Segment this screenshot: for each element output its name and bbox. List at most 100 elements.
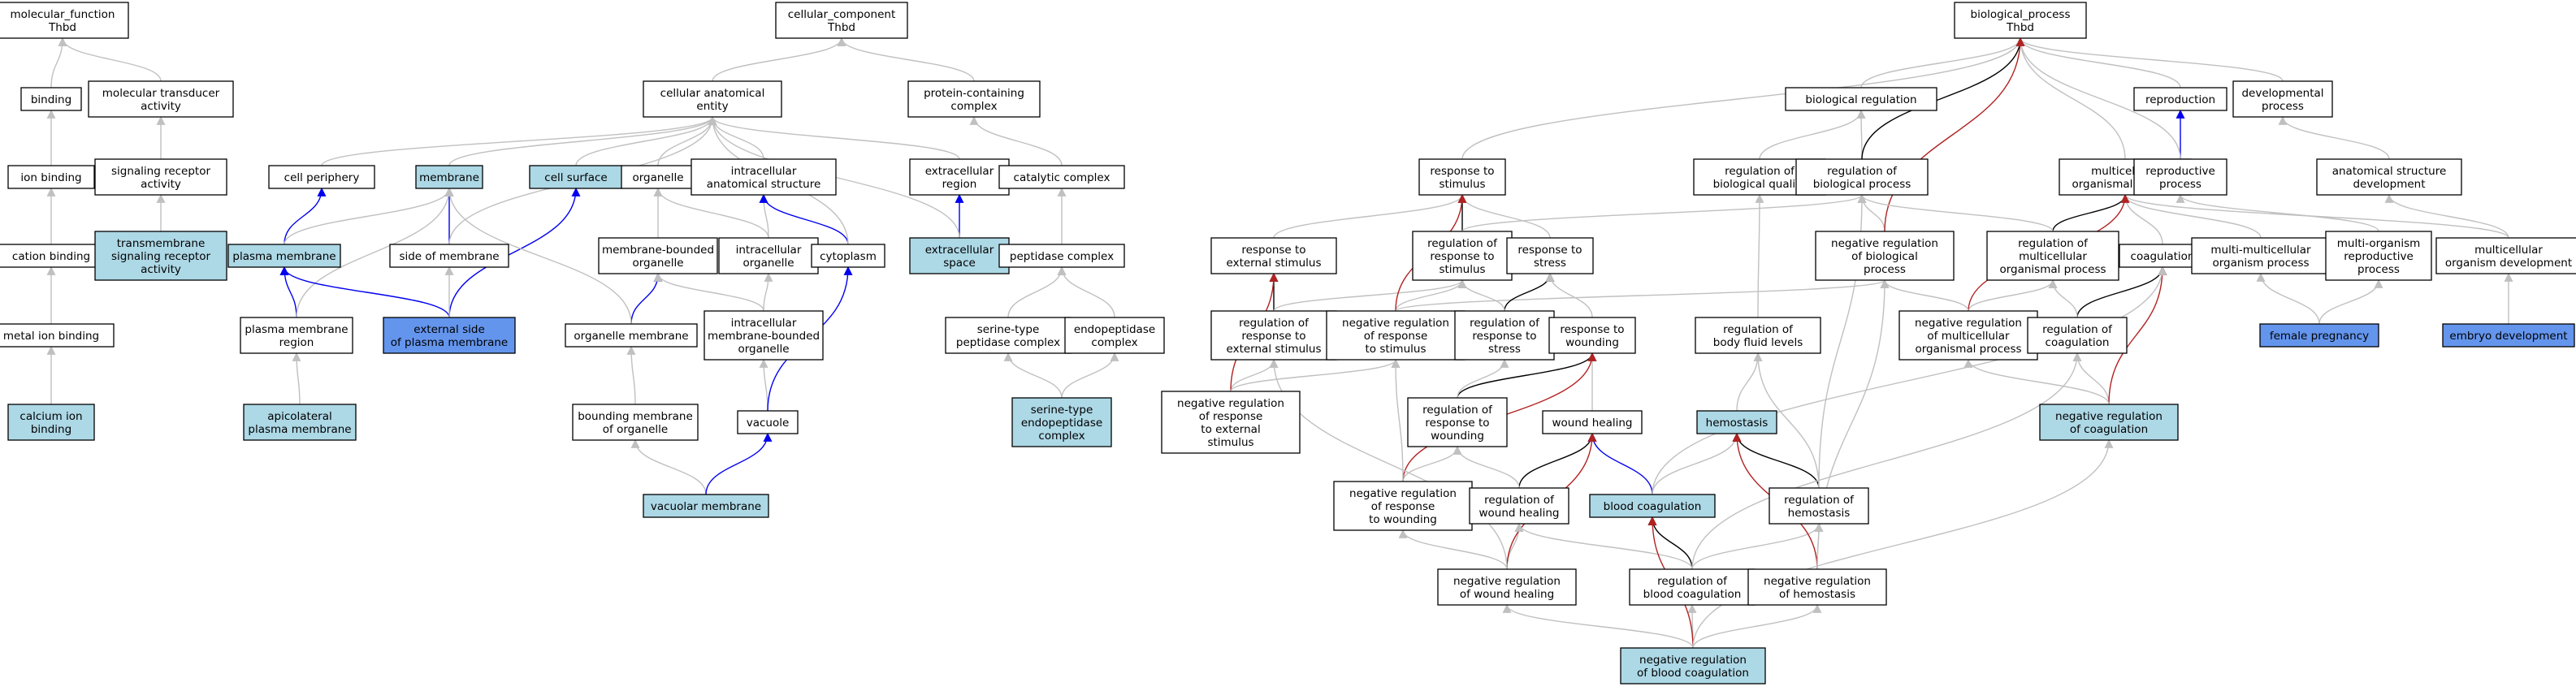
- go-term-node-cyto[interactable]: cytoplasm: [811, 244, 885, 268]
- go-term-node-wh[interactable]: wound healing: [1542, 410, 1643, 434]
- go-term-label-line: activity: [141, 178, 181, 191]
- edge-om-is_a-membrane: [444, 187, 632, 325]
- go-term-node-om[interactable]: organelle membrane: [565, 323, 698, 348]
- edge-nrrts-is_a-nrbp: [1395, 279, 1890, 312]
- go-term-node-catcx[interactable]: catalytic complex: [998, 165, 1125, 189]
- go-term-node-repro[interactable]: reproduction: [2133, 87, 2227, 111]
- edge-nrrtw-is_a-nrrts: [1391, 358, 1404, 482]
- go-term-node-binding[interactable]: binding: [20, 87, 82, 111]
- go-term-node-cationb[interactable]: cation binding: [0, 244, 105, 268]
- go-term-label-line: negative regulation: [1177, 397, 1284, 410]
- go-term-node-membrane[interactable]: membrane: [415, 165, 483, 189]
- edge-path: [2072, 352, 2110, 405]
- go-term-box: [1898, 310, 2038, 361]
- go-term-node-vacuole[interactable]: vacuole: [737, 410, 799, 434]
- go-term-node-hemo[interactable]: hemostasis: [1696, 410, 1777, 434]
- go-term-label-line: cellular_component: [788, 8, 895, 21]
- go-term-box: [1696, 410, 1777, 434]
- go-term-node-organelle[interactable]: organelle: [621, 165, 695, 189]
- edge-path: [763, 272, 773, 312]
- go-term-box: [998, 244, 1125, 268]
- go-term-label-line: biological regulation: [1805, 93, 1916, 106]
- go-term-node-bioreg[interactable]: biological regulation: [1785, 87, 1937, 111]
- edge-stec-is_a-endopc: [1061, 352, 1119, 399]
- go-term-node-pepcx[interactable]: peptidase complex: [998, 244, 1125, 268]
- go-term-node-coag[interactable]: coagulation: [2119, 244, 2206, 268]
- go-term-node-pm[interactable]: plasma membrane: [227, 244, 341, 268]
- go-term-node-bcoag[interactable]: blood coagulation: [1589, 494, 1716, 518]
- go-term-node-embdev[interactable]: embryo development: [2442, 323, 2575, 348]
- go-term-node-vacm[interactable]: vacuolar membrane: [643, 494, 769, 518]
- go-term-node-ionb[interactable]: ion binding: [7, 165, 95, 189]
- go-term-box: [1506, 237, 1594, 274]
- go-term-node-metalb[interactable]: metal ion binding: [0, 323, 115, 348]
- go-term-node-fpreg[interactable]: female pregnancy: [2259, 323, 2379, 348]
- edge-devp-is_a-bp: [2015, 37, 2284, 82]
- go-term-label-line: plasma membrane: [248, 423, 351, 436]
- edge-fpreg-is_a-morp: [2318, 279, 2383, 325]
- go-term-node-som[interactable]: side of membrane: [389, 244, 509, 268]
- go-term-box: [2442, 323, 2575, 348]
- edge-path: [1880, 279, 1969, 312]
- edge-rtes-is_a-rts: [1273, 193, 1467, 239]
- edge-rwh-regulates-wh: [1518, 432, 1597, 489]
- go-term-node-cperiph[interactable]: cell periphery: [268, 165, 375, 189]
- go-term-label-line: external stimulus: [1227, 257, 1322, 270]
- edge-path: [2015, 37, 2181, 89]
- go-term-node-csurf[interactable]: cell surface: [529, 165, 623, 189]
